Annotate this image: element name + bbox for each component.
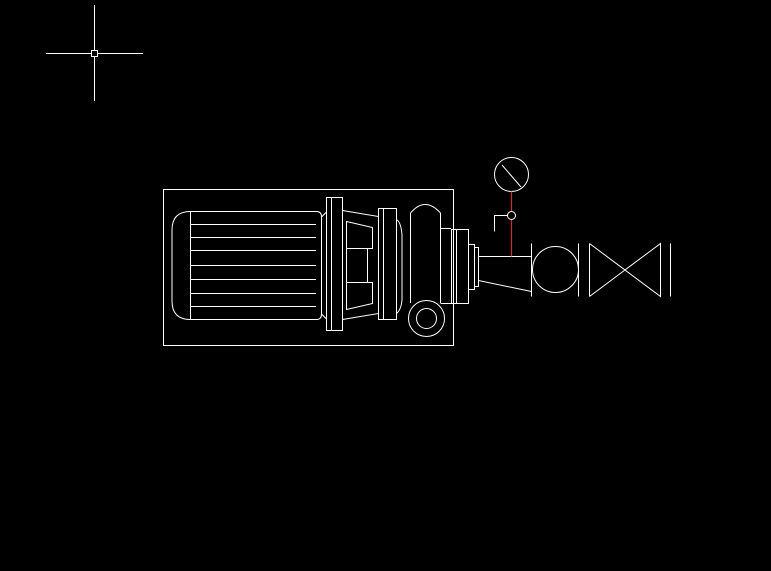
- pump-inlet-port: [408, 300, 445, 337]
- pump-adapter-flange: [378, 208, 397, 320]
- check-valve: [532, 243, 579, 297]
- motor-coupling-flange: [321, 197, 343, 331]
- electric-motor: [171, 211, 322, 320]
- pump-volute-casing: [396, 204, 451, 314]
- gauge-tap-valve: [494, 211, 516, 232]
- bearing-housing: [342, 209, 379, 321]
- discharge-reducer: [478, 243, 532, 297]
- discharge-flange: [451, 229, 479, 304]
- baseplate-outline: [163, 189, 454, 346]
- motor-cooling-fins: [190, 224, 316, 307]
- pressure-gauge: [494, 157, 529, 257]
- gate-valve: [589, 242, 671, 298]
- crosshair-cursor-icon: [46, 5, 143, 101]
